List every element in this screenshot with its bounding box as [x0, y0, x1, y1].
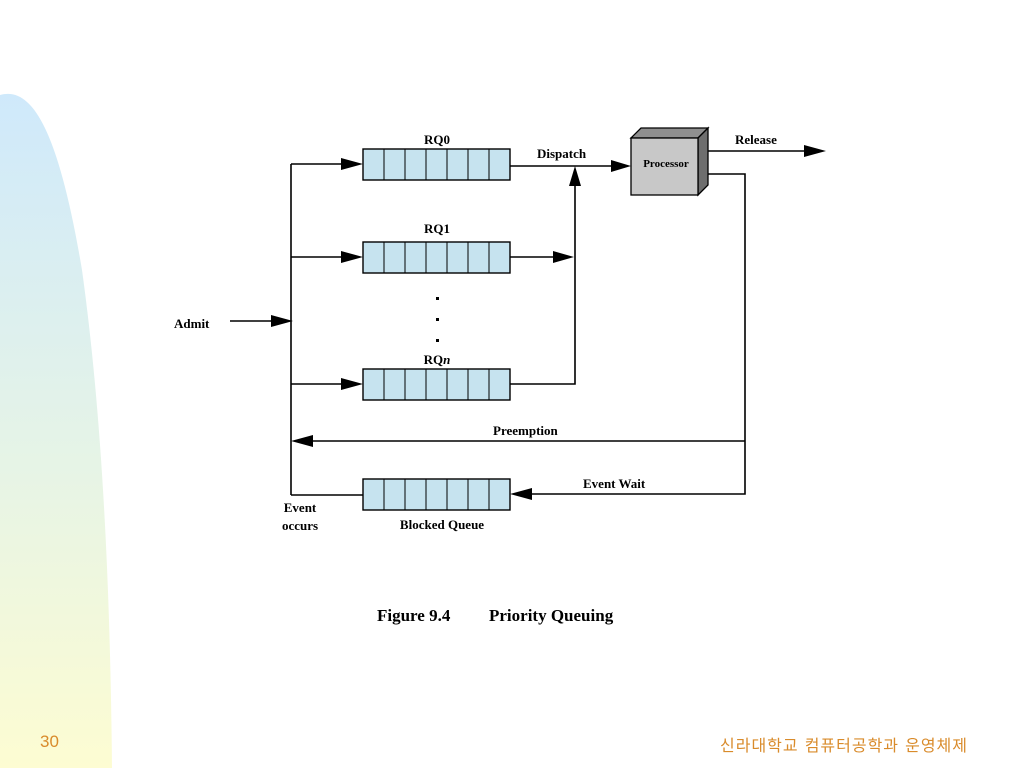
- page-number: 30: [40, 732, 59, 751]
- event-occurs-label-line1: Event: [284, 500, 317, 515]
- figure-number: Figure 9.4: [377, 606, 451, 625]
- blocked-queue-box: [362, 478, 511, 511]
- ellipsis-dots: [436, 297, 439, 342]
- blocked-queue-label: Blocked Queue: [400, 517, 484, 532]
- rq1-queue-box: [362, 241, 511, 274]
- admit-label: Admit: [174, 316, 210, 331]
- footer-course-title: 신라대학교 컴퓨터공학과 운영체제: [720, 736, 968, 755]
- processor-label: Processor: [643, 158, 689, 170]
- rq0-queue-box: [362, 148, 511, 181]
- rqn-queue-box: [362, 368, 511, 401]
- rq1-label: RQ1: [424, 221, 450, 236]
- figure-title: Priority Queuing: [489, 606, 614, 625]
- rqn-label: RQn: [424, 352, 451, 367]
- release-label: Release: [735, 132, 777, 147]
- preemption-label: Preemption: [493, 423, 559, 438]
- processor-box: Processor: [629, 126, 710, 197]
- decorative-side-curve: [0, 93, 112, 768]
- arrowheads: [271, 145, 826, 500]
- queue-boxes: [362, 148, 511, 511]
- event-wait-label: Event Wait: [583, 476, 646, 491]
- rq0-label: RQ0: [424, 132, 450, 147]
- dispatch-label: Dispatch: [537, 146, 587, 161]
- connector-lines: [230, 150, 814, 496]
- event-occurs-label-line2: occurs: [282, 518, 318, 533]
